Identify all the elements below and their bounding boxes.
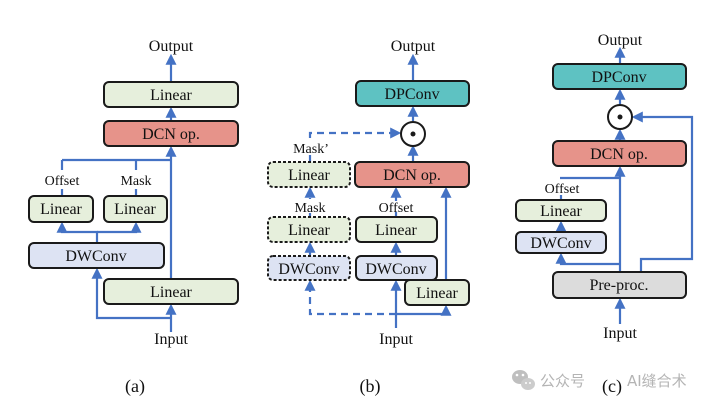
linear-mask-box <box>103 195 168 223</box>
input-label-bg <box>374 328 418 346</box>
dashed-arrow-input-to-dwconv <box>304 279 396 316</box>
watermark: 公众号 AI缝合术 <box>512 370 687 390</box>
watermark-text-right: AI缝合术 <box>627 372 687 390</box>
linear-mask-prime-label: Linear <box>288 167 330 184</box>
linear-offset-label: Linear <box>540 203 582 220</box>
dwconv-label: DWConv <box>365 261 426 278</box>
linear-bottom-label: Linear <box>150 284 192 301</box>
dashed-arrow-maskprime-to-multiply <box>308 127 402 162</box>
dpconv-label: DPConv <box>591 69 646 86</box>
arrow-input-to-dwconv <box>91 267 171 320</box>
panel-b: Output DPConv Linear DCN op. Mask’ Mask … <box>267 38 470 397</box>
dwconv-box <box>515 231 607 254</box>
arrow-preproc-to-multiply <box>631 111 694 272</box>
preproc-label: Pre-proc. <box>589 277 648 294</box>
multiply-dot-icon <box>617 114 623 120</box>
mask-prime-label-bg <box>300 140 326 154</box>
linear-offset-box <box>355 216 438 243</box>
panel-a-connections <box>56 53 177 332</box>
dpconv-box <box>552 63 687 90</box>
caption-c: (c) <box>602 376 622 397</box>
wechat-icon <box>512 370 535 390</box>
dcn-op-label: DCN op. <box>142 126 200 143</box>
output-label: Output <box>598 32 643 49</box>
preproc-box <box>552 271 687 299</box>
mask-label-bg <box>296 199 326 213</box>
mask-label: Mask <box>294 201 325 216</box>
linear-top-box <box>103 81 239 108</box>
linear-mask-box <box>267 216 351 243</box>
dcn-op-box <box>552 140 687 167</box>
dwconv-label: DWConv <box>65 248 126 265</box>
watermark-text-left: 公众号 <box>540 372 585 390</box>
dcn-op-box <box>354 161 470 188</box>
linear-top-label: Linear <box>150 87 192 104</box>
input-label: Input <box>603 325 637 342</box>
caption-a: (a) <box>125 376 145 397</box>
dpconv-label: DPConv <box>384 86 439 103</box>
panel-a: Output Linear DCN op. Offset Mask Linear… <box>28 38 239 397</box>
caption-b: (b) <box>360 376 381 397</box>
mask-prime-label: Mask’ <box>293 142 329 157</box>
output-label: Output <box>391 38 436 55</box>
linear-mask-label: Linear <box>114 201 156 218</box>
input-label: Input <box>379 331 413 348</box>
dcn-op-label: DCN op. <box>383 167 441 184</box>
dwconv-label: DWConv <box>530 235 591 252</box>
linear-mask-prime-box <box>267 161 351 188</box>
linear-mask-label: Linear <box>288 222 330 239</box>
linear-offset-label: Linear <box>40 201 82 218</box>
arrow-preproc-to-dwconv <box>555 252 620 266</box>
dcn-op-box <box>103 120 239 147</box>
offset-label: Offset <box>545 182 580 197</box>
dcn-op-label: DCN op. <box>590 146 648 163</box>
output-label: Output <box>149 38 194 55</box>
panel-c: Output DPConv DCN op. Offset Linear DWCo… <box>515 32 694 397</box>
arrow-dwconv-to-offset-linear <box>56 221 99 243</box>
panel-c-connections <box>555 46 694 324</box>
linear-offset-box <box>515 199 607 222</box>
linear-bottom-box <box>103 278 239 305</box>
multiply-dot-icon <box>410 131 416 137</box>
linear-bottom-label: Linear <box>416 285 458 302</box>
offset-label: Offset <box>379 201 414 216</box>
dwconv-box <box>355 255 438 281</box>
linear-offset-label: Linear <box>375 222 417 239</box>
linear-offset-box <box>28 195 94 223</box>
dwconv-dashed-label: DWConv <box>278 261 339 278</box>
offset-label: Offset <box>45 174 80 189</box>
dwconv-box <box>28 242 165 269</box>
linear-bottom-box <box>404 279 470 306</box>
arrow-input-to-linear <box>396 304 452 316</box>
mask-label: Mask <box>120 174 151 189</box>
arrow-dwconv-to-mask-linear <box>97 221 142 234</box>
dpconv-box <box>355 80 470 107</box>
input-label: Input <box>154 331 188 348</box>
dwconv-dashed-box <box>267 255 351 281</box>
